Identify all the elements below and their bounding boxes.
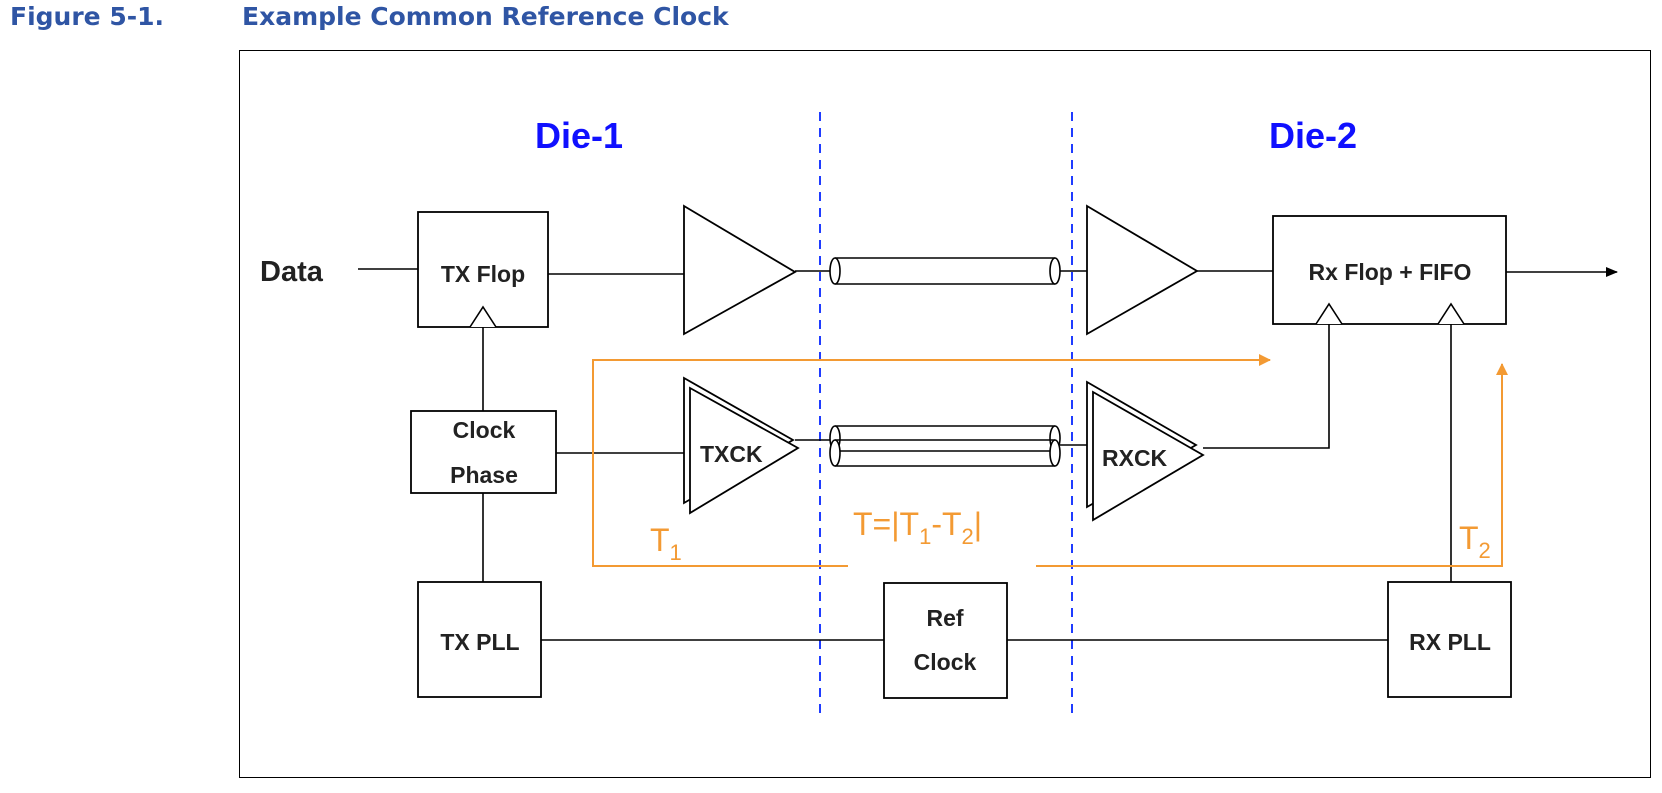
clock-channel	[829, 425, 1061, 467]
tx-pll-box	[417, 581, 542, 698]
data-rx-receiver	[1086, 204, 1199, 336]
rx-flop-fifo-box	[1272, 215, 1507, 325]
diagram-frame	[239, 50, 1651, 778]
rx-flop-fifo-label: Rx Flop + FIFO	[1309, 259, 1472, 285]
tx-flop-label: TX Flop	[441, 261, 525, 287]
rx-pll-label: RX PLL	[1409, 629, 1491, 655]
rxck-receiver	[1086, 380, 1205, 522]
t-difference-equation: T=|T1-T2|	[853, 506, 982, 549]
data-tx-driver	[683, 204, 797, 336]
t2-timing-path	[1036, 363, 1508, 567]
ref-clock-label-line2: Clock	[914, 649, 977, 675]
t2-label: T2	[1459, 520, 1491, 563]
figure-title: Example Common Reference Clock	[242, 2, 729, 31]
txck-driver	[683, 376, 800, 515]
tx-pll-label: TX PLL	[440, 629, 519, 655]
txck-label: TXCK	[700, 441, 763, 467]
rxck-to-rx-flop	[1203, 324, 1330, 449]
clock-phase-label-line1: Clock	[453, 417, 516, 443]
rx-flop-clock-input-2	[1437, 302, 1465, 325]
t1-timing-path	[592, 354, 1271, 567]
clock-phase-label-line2: Phase	[450, 462, 518, 488]
data-label: Data	[260, 256, 324, 288]
ref-clock-box	[883, 582, 1008, 699]
data-channel	[829, 257, 1061, 285]
rx-flop-clock-input-1	[1315, 302, 1343, 325]
rx-pll-box	[1387, 581, 1512, 698]
figure-number: Figure 5-1.	[10, 2, 164, 31]
ref-clock-label-line1: Ref	[926, 605, 963, 631]
die2-label: Die-2	[1269, 115, 1357, 156]
rxck-label: RXCK	[1102, 445, 1168, 471]
tx-flop-clock-input	[469, 305, 497, 328]
t1-label: T1	[650, 522, 682, 565]
die1-label: Die-1	[535, 115, 623, 156]
